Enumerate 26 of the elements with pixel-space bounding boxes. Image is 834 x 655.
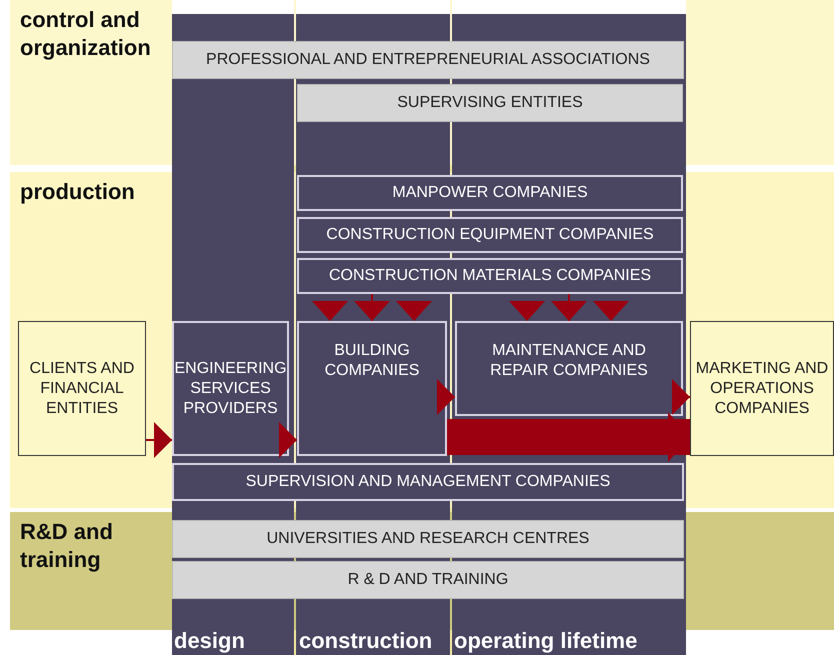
entity-box: CLIENTS AND FINANCIAL ENTITIES [18,321,146,456]
entity-box: ENGINEERING SERVICES PROVIDERS [172,321,289,456]
entity-box: MAINTENANCE AND REPAIR COMPANIES [455,321,683,416]
entity-box: CONSTRUCTION EQUIPMENT COMPANIES [297,217,683,253]
entity-box: R & D AND TRAINING [172,561,684,599]
arrow [672,379,690,415]
entity-box: PROFESSIONAL AND ENTREPRENEURIAL ASSOCIATIONS [172,41,684,79]
column-label: construction [299,628,432,654]
entity-box: SUPERVISING ENTITIES [297,84,683,122]
column-label: operating lifetime [454,628,638,654]
band-panel [10,172,834,508]
entity-box: CONSTRUCTION MATERIALS COMPANIES [297,258,683,294]
arrow [447,412,690,462]
arrow [279,422,297,458]
band-heading: control and organization [20,6,152,62]
band-heading: R&D and training [20,518,114,574]
entity-box: UNIVERSITIES AND RESEARCH CENTRES [172,520,684,558]
band-panel [10,0,834,165]
arrow [437,379,455,415]
entity-box: BUILDING COMPANIES [297,321,447,456]
entity-box: MANPOWER COMPANIES [297,175,683,211]
entity-box: SUPERVISION AND MANAGEMENT COMPANIES [172,463,684,501]
column-label: design [174,628,245,654]
arrow [146,422,172,458]
band-heading: production [20,178,136,206]
entity-box: MARKETING AND OPERATIONS COMPANIES [690,321,834,456]
